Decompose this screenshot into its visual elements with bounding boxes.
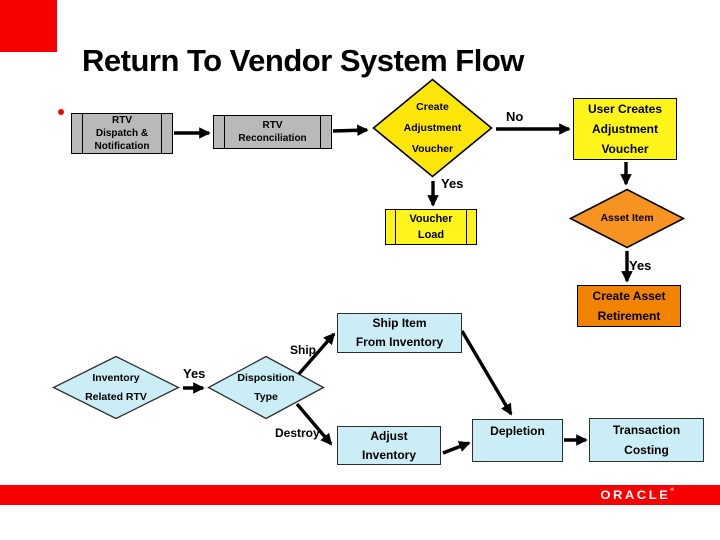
oracle-logo: ORACLE® — [600, 487, 674, 501]
oracle-logo-text: ORACLE — [600, 487, 671, 502]
flow-arrow-recon-to-decision — [332, 124, 369, 137]
corner-accent-square — [0, 0, 57, 52]
page-title: Return To Vendor System Flow — [82, 42, 524, 78]
node-label-line: Create — [416, 100, 449, 113]
node-label-line: Voucher — [601, 142, 649, 156]
diamond-label: Asset Item — [600, 212, 653, 225]
node-adjust-inventory: Adjust Inventory — [337, 426, 441, 465]
node-voucher-load: Voucher Load — [385, 209, 477, 245]
node-inventory-related-rtv-decision: Inventory Related RTV — [52, 355, 180, 420]
node-rtv-reconciliation: RTV Reconciliation — [213, 115, 332, 149]
edge-label-yes-voucher: Yes — [441, 176, 464, 191]
node-label-line: Voucher — [411, 142, 454, 155]
node-label-line: User Creates — [587, 102, 663, 116]
diamond-shape — [52, 355, 180, 420]
node-label-line: Depletion — [490, 424, 545, 438]
node-label-line: Ship Item — [372, 316, 427, 330]
diamond-label: Disposition Type — [237, 369, 294, 407]
node-label-line: Voucher — [409, 213, 453, 225]
node-ship-item-from-inventory: Ship Item From Inventory — [337, 313, 462, 353]
node-user-creates-adjustment-voucher: User Creates Adjustment Voucher — [573, 98, 677, 160]
node-label-line: Disposition — [237, 371, 295, 384]
node-transaction-costing: Transaction Costing — [589, 418, 704, 462]
edge-label-no: No — [506, 109, 524, 124]
flow-arrow-ship-to-ship-item — [296, 332, 336, 377]
diamond-label: Create Adjustment Voucher — [404, 97, 462, 160]
node-label-line: From Inventory — [355, 335, 444, 349]
node-depletion: Depletion — [472, 419, 563, 462]
edge-label-ship: Ship — [290, 343, 316, 357]
node-create-adjustment-voucher-decision: Create Adjustment Voucher — [372, 78, 493, 178]
pp-bar — [395, 210, 396, 244]
diamond-shape — [372, 78, 493, 178]
node-label-line: RTV — [262, 120, 283, 131]
diamond-shape — [207, 355, 325, 420]
pp-bar — [466, 210, 467, 244]
node-create-asset-retirement: Create Asset Retirement — [577, 285, 681, 327]
node-label-line: Transaction — [612, 423, 681, 437]
node-label-line: Adjustment — [403, 121, 462, 134]
node-label-line: Load — [417, 229, 445, 241]
node-label-line: Type — [254, 390, 278, 403]
node-disposition-type-decision: Disposition Type — [207, 355, 325, 420]
flow-arrow-adjust-to-depletion — [442, 441, 471, 455]
edge-label-destroy: Destroy — [275, 426, 320, 440]
node-label-line: Related RTV — [85, 390, 147, 403]
footer-bar — [0, 485, 720, 505]
node-asset-item-decision: Asset Item — [569, 188, 685, 249]
node-label-line: Retirement — [597, 309, 661, 323]
bullet-dot — [58, 109, 64, 115]
node-label-line: Adjustment — [592, 122, 658, 136]
node-label-line: Reconciliation — [238, 133, 307, 144]
registered-mark: ® — [670, 487, 674, 494]
pp-bar — [82, 114, 83, 153]
pp-bar — [320, 116, 321, 148]
node-label-line: RTV — [112, 115, 132, 126]
node-label-line: Asset Item — [600, 212, 654, 224]
diamond-label: Inventory Related RTV — [85, 369, 147, 407]
pp-bar — [161, 114, 162, 153]
flow-arrow-destroy-to-adjust-inventory — [295, 402, 333, 446]
edge-label-yes-asset: Yes — [629, 258, 652, 273]
flow-arrow-ship-item-to-depletion — [460, 330, 513, 416]
node-rtv-dispatch-notification: RTV Dispatch & Notification — [71, 113, 173, 154]
node-label-line: Adjust — [370, 428, 408, 443]
node-label-line: Dispatch & — [95, 128, 149, 139]
node-label-line: Create Asset — [592, 289, 666, 303]
diamond-shape — [569, 188, 685, 249]
edge-label-yes-inventory: Yes — [183, 366, 206, 381]
node-label-line: Inventory — [361, 447, 416, 462]
node-label-line: Notification — [94, 141, 150, 152]
node-label-line: Costing — [624, 443, 669, 457]
pp-bar — [224, 116, 225, 148]
node-label-line: Inventory — [92, 371, 140, 384]
